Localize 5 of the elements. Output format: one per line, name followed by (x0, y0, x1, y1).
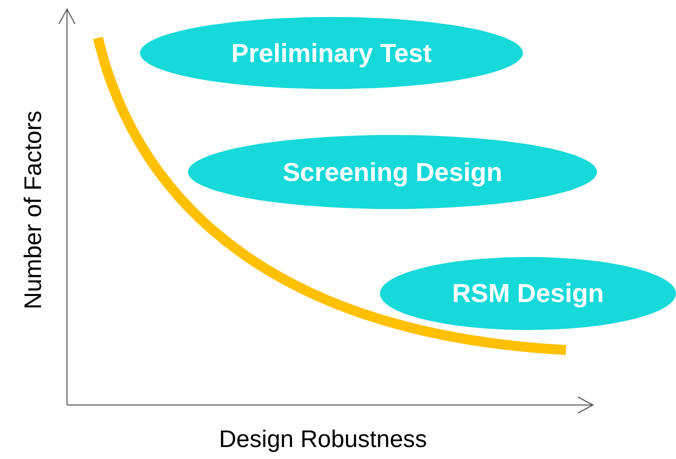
node-label: Screening Design (282, 156, 502, 188)
node-label: Preliminary Test (231, 38, 432, 68)
x-axis-title: Design Robustness (218, 426, 428, 454)
node-label: RSM Design (452, 278, 604, 309)
y-axis-title: Number of Factors (20, 110, 48, 310)
